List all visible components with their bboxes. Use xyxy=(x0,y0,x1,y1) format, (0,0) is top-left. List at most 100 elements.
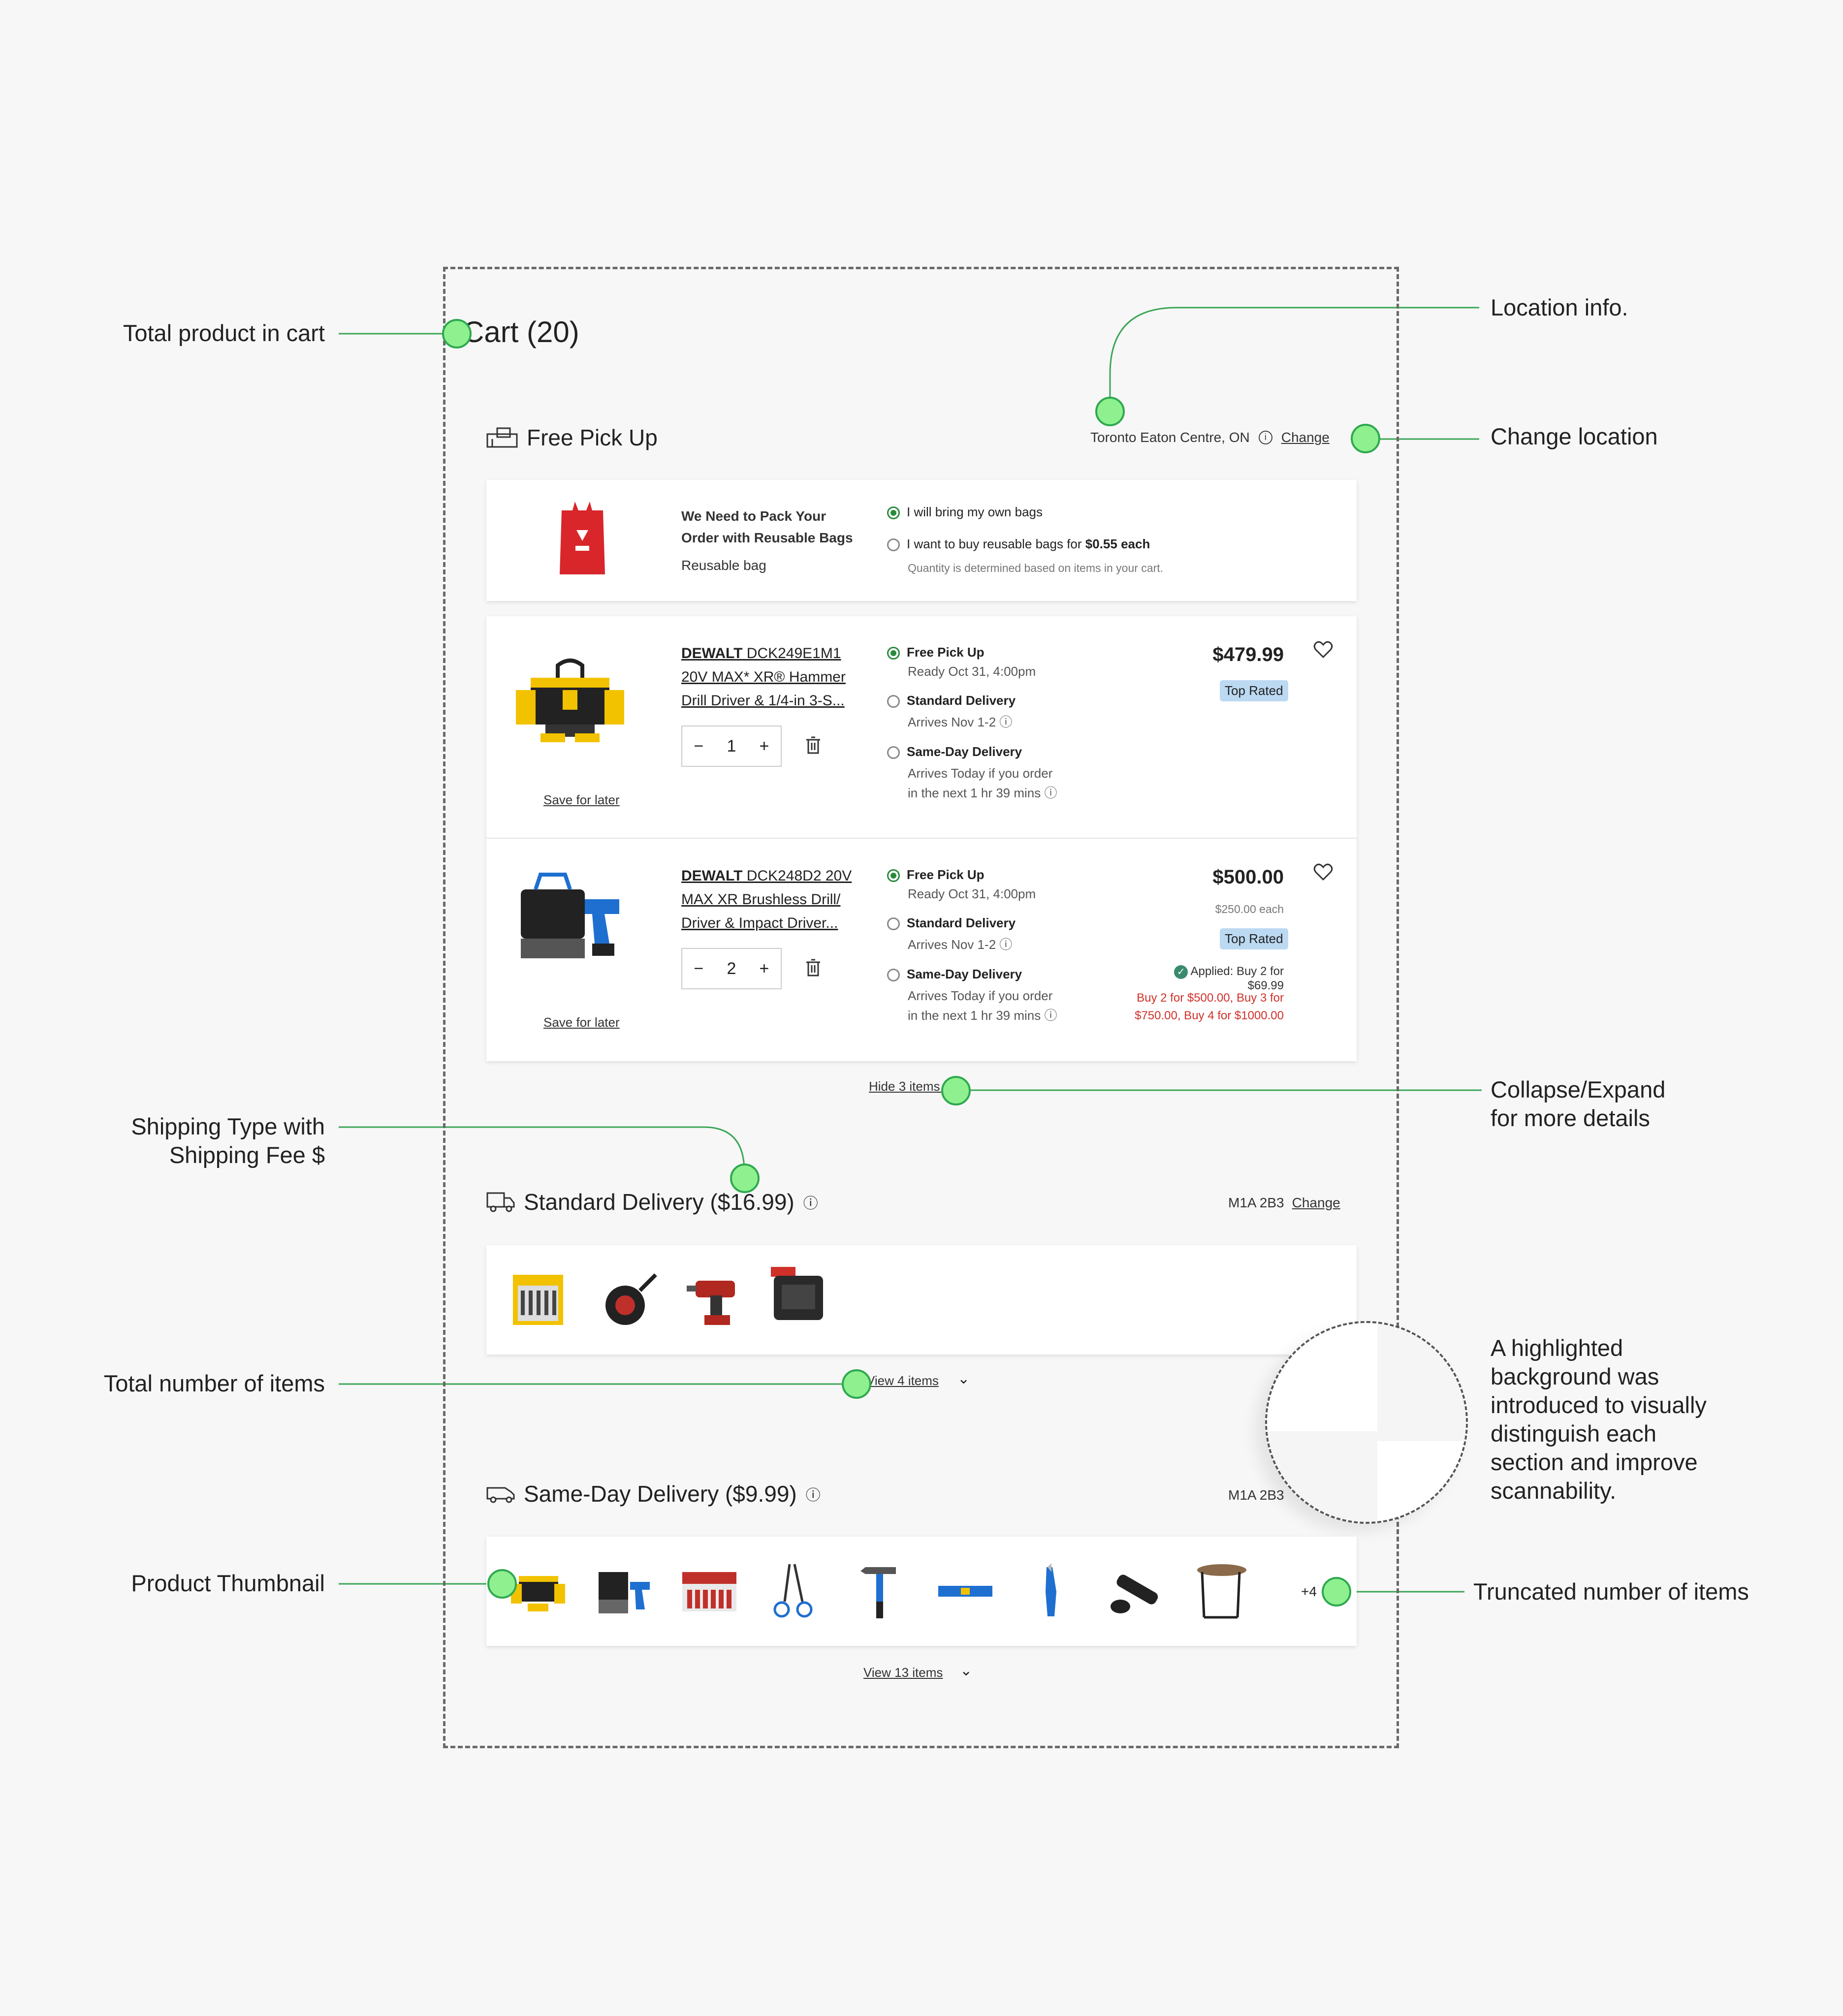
option-label: Standard Delivery xyxy=(907,693,1016,708)
quantity-stepper[interactable]: − 1 + xyxy=(681,725,782,767)
thumb-air-fryer[interactable] xyxy=(769,1265,827,1323)
change-postal-link[interactable]: Change xyxy=(1292,1195,1340,1210)
minus-button[interactable]: − xyxy=(694,959,704,978)
annotation-line: A highlighted xyxy=(1491,1335,1623,1361)
radio-unselected[interactable] xyxy=(887,969,900,982)
info-icon[interactable]: ⓘ xyxy=(803,1196,818,1212)
more-items-count[interactable]: +4 xyxy=(1301,1584,1317,1599)
product-name-link[interactable]: DEWALT DCK248D2 20V MAX XR Brushless Dri… xyxy=(681,864,852,935)
thumb-drill-bit-set[interactable] xyxy=(509,1271,567,1329)
sameday-title: Same-Day Delivery ($9.99) xyxy=(524,1481,797,1507)
bags-heading-line: Order with Reusable Bags xyxy=(681,530,853,545)
radio-unselected[interactable] xyxy=(887,538,900,552)
annotation-dot xyxy=(1351,424,1380,453)
thumb-drill[interactable] xyxy=(686,1271,744,1329)
info-icon[interactable]: ⓘ xyxy=(1044,786,1057,800)
info-icon[interactable]: i xyxy=(1258,431,1272,444)
chevron-down-icon[interactable]: ⌄ xyxy=(960,1663,973,1679)
bags-option-buy[interactable]: I want to buy reusable bags for $0.55 ea… xyxy=(887,536,1150,552)
pickup-location: Toronto Eaton Centre, ON i Change xyxy=(1090,430,1330,445)
name-part: 20V MAX* XR® Hammer xyxy=(681,669,846,685)
plus-button[interactable]: + xyxy=(759,736,769,756)
chevron-down-icon[interactable]: ⌄ xyxy=(957,1371,970,1387)
option-sameday[interactable]: Same-Day Delivery xyxy=(887,967,1057,982)
save-for-later-link[interactable]: Save for later xyxy=(543,1015,620,1030)
magnified-card xyxy=(1377,1441,1466,1522)
annotation-thumbnail: Product Thumbnail xyxy=(131,1570,325,1596)
radio-unselected[interactable] xyxy=(887,695,900,708)
plus-button[interactable]: + xyxy=(759,959,769,978)
magnified-background xyxy=(1377,1323,1466,1431)
thumb-side-table[interactable] xyxy=(1192,1562,1250,1620)
top-rated-badge: Top Rated xyxy=(1220,680,1288,701)
radio-selected[interactable] xyxy=(887,506,900,520)
heart-icon[interactable] xyxy=(1313,641,1333,659)
annotation-line: Shipping Type with xyxy=(131,1113,325,1139)
option-sub: Arrives Today if you order in the next 1… xyxy=(908,986,1057,1025)
thumb-hammer[interactable] xyxy=(851,1562,909,1620)
trash-icon[interactable] xyxy=(805,959,821,976)
option-pickup[interactable]: Free Pick Up xyxy=(887,645,1057,660)
option-sameday[interactable]: Same-Day Delivery xyxy=(887,744,1057,759)
thumb-energizer-batteries[interactable] xyxy=(680,1562,738,1620)
thumb-frying-pan[interactable] xyxy=(601,1271,659,1329)
heart-icon[interactable] xyxy=(1313,863,1333,881)
option-pickup[interactable]: Free Pick Up xyxy=(887,867,1057,882)
pickup-items-card: Save for later DEWALT DCK249E1M1 20V MAX… xyxy=(486,616,1357,1061)
option-label: Standard Delivery xyxy=(907,915,1016,930)
product-name-link[interactable]: DEWALT DCK249E1M1 20V MAX* XR® Hammer Dr… xyxy=(681,642,846,713)
info-icon[interactable]: ⓘ xyxy=(805,1487,821,1504)
quantity-value: 2 xyxy=(727,959,736,978)
bags-option-own[interactable]: I will bring my own bags xyxy=(887,504,1043,520)
product-image-dck248 xyxy=(521,873,619,958)
view-label: View 4 items xyxy=(866,1373,939,1388)
view-sameday-items-link[interactable]: View 13 items xyxy=(863,1665,943,1680)
option-standard[interactable]: Standard Delivery xyxy=(887,693,1057,708)
thumb-utility-knife[interactable] xyxy=(1022,1562,1080,1620)
option-sub: Ready Oct 31, 4:00pm xyxy=(908,886,1036,901)
radio-selected[interactable] xyxy=(887,869,900,882)
annotation-shipping-type: Shipping Type with Shipping Fee $ xyxy=(49,1112,325,1169)
info-icon[interactable]: ⓘ xyxy=(999,937,1013,952)
annotation-change-location: Change location xyxy=(1491,423,1658,449)
change-location-link[interactable]: Change xyxy=(1281,430,1330,445)
trash-icon[interactable] xyxy=(805,736,821,754)
view-standard-items-link[interactable]: View 4 items xyxy=(866,1373,939,1388)
option-standard[interactable]: Standard Delivery xyxy=(887,915,1057,931)
brand: DEWALT xyxy=(681,868,743,884)
radio-unselected[interactable] xyxy=(887,917,900,931)
annotation-line: distinguish each xyxy=(1491,1420,1657,1447)
location-text: Toronto Eaton Centre, ON xyxy=(1090,430,1250,445)
quantity-value: 1 xyxy=(727,736,736,756)
thumb-drill-kit[interactable] xyxy=(596,1562,654,1620)
radio-selected[interactable] xyxy=(887,647,900,660)
cart-frame xyxy=(443,267,1399,1748)
magnified-card xyxy=(1267,1323,1377,1431)
annotation-total-items: Total number of items xyxy=(103,1370,325,1396)
option-label: Free Pick Up xyxy=(907,867,985,882)
option-sub: Arrives Nov 1-2 ⓘ xyxy=(908,935,1057,953)
radio-unselected[interactable] xyxy=(887,746,900,759)
highlight-magnifier xyxy=(1265,1321,1468,1524)
store-icon xyxy=(486,427,518,448)
minus-button[interactable]: − xyxy=(694,736,704,756)
name-part: MAX XR Brushless Drill/ xyxy=(681,891,841,908)
product-image-dck249 xyxy=(516,659,624,742)
thumb-scissors[interactable] xyxy=(765,1562,823,1620)
save-for-later-link[interactable]: Save for later xyxy=(543,792,620,807)
divider xyxy=(486,838,1357,839)
annotation-collapse-expand: Collapse/Expand for more details xyxy=(1491,1075,1665,1133)
info-icon[interactable]: ⓘ xyxy=(999,715,1013,729)
annotation-line: section and improve xyxy=(1491,1449,1698,1475)
quantity-stepper[interactable]: − 2 + xyxy=(681,948,782,989)
annotation-dot xyxy=(1322,1577,1351,1606)
standard-items-card xyxy=(486,1245,1357,1354)
thumb-dewalt-kit[interactable] xyxy=(509,1562,567,1620)
annotation-total-product: Total product in cart xyxy=(123,320,325,346)
option-label: I will bring my own bags xyxy=(907,504,1043,519)
annotation-line: introduced to visually xyxy=(1491,1392,1707,1418)
thumb-flashlight[interactable] xyxy=(1106,1562,1164,1620)
thumb-level[interactable] xyxy=(936,1562,994,1620)
info-icon[interactable]: ⓘ xyxy=(1044,1008,1057,1023)
annotation-dot xyxy=(487,1569,517,1599)
